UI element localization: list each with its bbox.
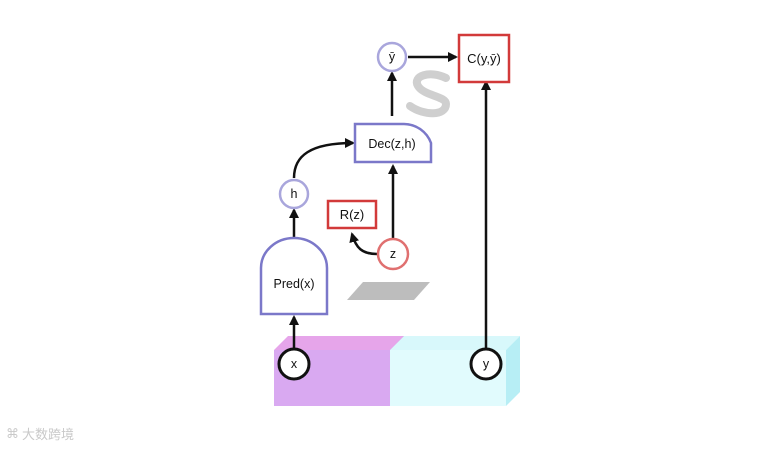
watermark-logo-icon: ⌘ xyxy=(6,425,19,441)
dec-label: Dec(z,h) xyxy=(368,137,415,151)
squiggle-mark xyxy=(406,70,451,118)
h-label: h xyxy=(291,187,298,201)
ybar-label: ȳ xyxy=(389,50,396,64)
y-label: y xyxy=(483,357,490,371)
watermark-text: 大数跨境 xyxy=(22,427,75,442)
reg-module: R(z) xyxy=(326,199,378,230)
cost-label: C(y,ȳ) xyxy=(467,51,501,66)
ybar-node: ȳ xyxy=(376,41,408,73)
h-node: h xyxy=(278,178,310,210)
z-label: z xyxy=(390,247,396,261)
arrow-h-to-dec xyxy=(292,138,355,179)
z-node: z xyxy=(376,237,410,271)
watermark: ⌘ 大数跨境 xyxy=(6,424,74,443)
x-label: x xyxy=(291,357,298,371)
dec-module: Dec(z,h) xyxy=(353,122,433,164)
reg-label: R(z) xyxy=(340,207,365,222)
latent-plane xyxy=(347,282,430,300)
x-node: x xyxy=(277,347,311,381)
arrow-z-to-reg xyxy=(349,232,378,256)
pred-label: Pred(x) xyxy=(274,277,315,291)
y-node: y xyxy=(469,347,503,381)
pred-module: Pred(x) xyxy=(259,236,329,316)
cost-module: C(y,ȳ) xyxy=(457,33,511,84)
